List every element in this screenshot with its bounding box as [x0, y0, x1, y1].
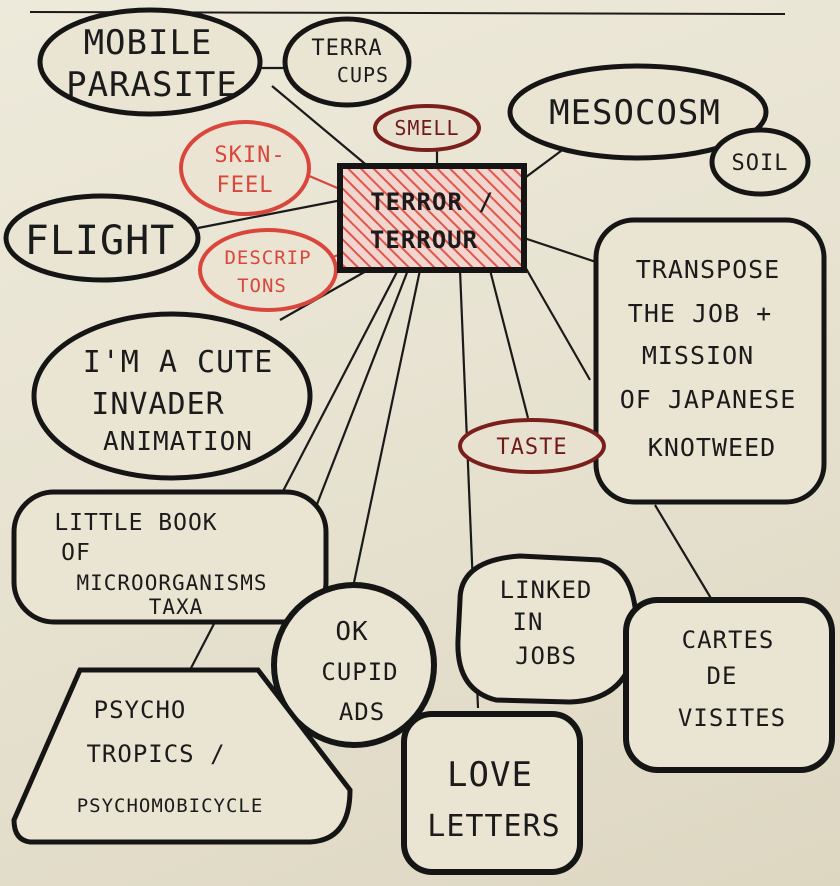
node-skin-feel: SKIN- FEEL	[179, 120, 311, 216]
terra-cups-line-1: TERRA	[311, 36, 382, 61]
little-book-line-3: MICROORGANISMS	[76, 571, 267, 595]
terror-line-1: TERROR /	[370, 188, 494, 216]
soil-label: SOIL	[732, 151, 789, 176]
transpose-line-3: MISSION	[642, 341, 754, 370]
node-descriptions: DESCRIP TONS	[198, 228, 338, 312]
taste-label: TASTE	[496, 435, 567, 460]
edge-little-book	[298, 269, 410, 549]
ok-cupid-line-3: ADS	[339, 698, 385, 726]
node-linked-in: LINKED IN JOBS	[455, 553, 639, 705]
cartes-line-2: DE	[707, 662, 738, 690]
edge-flight	[197, 198, 343, 230]
node-smell: SMELL	[373, 104, 481, 152]
node-terror-terrour: TERROR / TERROUR	[337, 163, 527, 273]
descriptions-line-1: DESCRIP	[224, 247, 311, 269]
flight-label: FLIGHT	[25, 218, 176, 264]
node-love-letters: LOVE LETTERS	[401, 711, 583, 875]
love-letters-line-2: LETTERS	[427, 809, 560, 844]
descriptions-line-2: TONS	[237, 275, 287, 297]
node-little-book: LITTLE BOOK OF MICROORGANISMS TAXA	[11, 489, 329, 625]
mesocosm-label: MESOCOSM	[549, 93, 721, 133]
ok-cupid-line-2: CUPID	[321, 658, 398, 686]
edge-mesocosm	[521, 147, 566, 181]
node-taste: TASTE	[458, 418, 606, 474]
node-mobile-parasite: MOBILE PARASITE	[37, 7, 263, 117]
node-ok-cupid: OK CUPID ADS	[271, 582, 437, 748]
node-mesocosm: MESOCOSM	[507, 63, 769, 161]
love-letters-line-1: LOVE	[447, 755, 533, 795]
ok-cupid-line-1: OK	[335, 617, 368, 647]
cartes-line-1: CARTES	[682, 626, 775, 654]
transpose-line-1: TRANSPOSE	[636, 255, 780, 284]
cute-invader-line-2: INVADER	[91, 387, 224, 422]
node-cartes: CARTES DE VISITES	[623, 597, 835, 773]
edge-cartes	[654, 504, 713, 601]
mobile-parasite-line-2: PARASITE	[66, 65, 238, 105]
smell-label: SMELL	[394, 116, 459, 140]
mobile-parasite-line-1: MOBILE	[84, 23, 213, 63]
terror-line-2: TERROUR	[370, 226, 478, 254]
node-flight: FLIGHT	[3, 193, 201, 283]
cute-invader-line-1: I'M A CUTE	[83, 345, 274, 380]
edge-transpose-2	[519, 257, 591, 381]
psycho-line-2: TROPICS /	[86, 740, 225, 768]
node-transpose: TRANSPOSE THE JOB + MISSION OF JAPANESE …	[593, 217, 827, 505]
little-book-line-2: OF	[61, 540, 91, 566]
node-terra-cups: TERRA CUPS	[282, 16, 412, 108]
skin-feel-line-1: SKIN-	[214, 143, 285, 168]
edge-transpose	[523, 236, 597, 264]
node-cute-invader: I'M A CUTE INVADER ANIMATION	[31, 311, 313, 481]
linked-in-line-1: LINKED	[500, 576, 593, 604]
linked-in-line-3: JOBS	[515, 642, 577, 670]
node-soil: SOIL	[709, 127, 811, 197]
cute-invader-line-3: ANIMATION	[103, 427, 253, 457]
linked-in-line-2: IN	[513, 608, 544, 636]
transpose-line-5: KNOTWEED	[648, 433, 776, 462]
psycho-line-1: PSYCHO	[94, 696, 187, 724]
node-psycho: PSYCHO TROPICS / PSYCHOMOBICYCLE	[11, 667, 353, 845]
edge-taste	[488, 269, 530, 419]
cartes-line-3: VISITES	[678, 704, 786, 732]
terra-cups-line-2: CUPS	[337, 63, 389, 87]
transpose-line-4: OF JAPANESE	[620, 385, 797, 414]
little-book-line-4: TAXA	[149, 595, 204, 619]
little-book-line-1: LITTLE BOOK	[54, 510, 217, 536]
psycho-line-3: PSYCHOMOBICYCLE	[77, 795, 264, 817]
edge-ok-cupid	[350, 269, 422, 593]
transpose-line-2: THE JOB +	[628, 299, 772, 328]
skin-feel-line-2: FEEL	[217, 173, 274, 198]
edge-mobile-parasite	[271, 85, 371, 169]
